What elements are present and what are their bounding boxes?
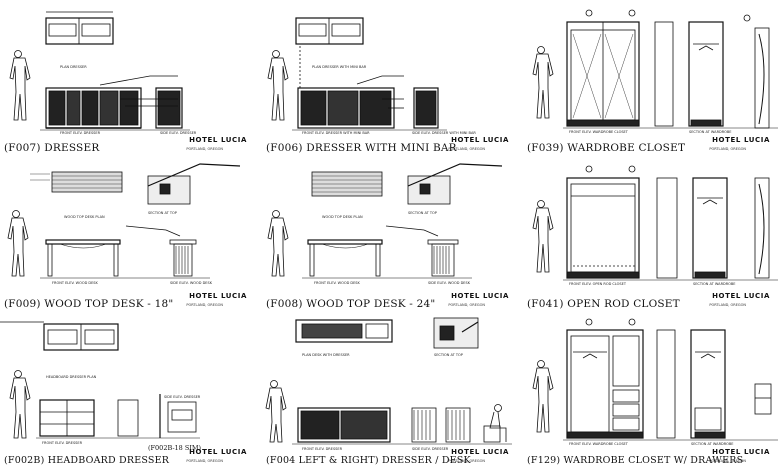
seated-figure bbox=[483, 404, 507, 443]
hotel-label: HOTEL LUCIA bbox=[451, 448, 509, 456]
hotel-sub: PORTLAND, OREGON bbox=[186, 147, 223, 151]
hotel-label: HOTEL LUCIA bbox=[189, 448, 247, 456]
panel-caption: (F008) WOOD TOP DESK - 24" bbox=[266, 298, 436, 310]
svg-text:FRONT ELEV. WARDROBE CLOSET: FRONT ELEV. WARDROBE CLOSET bbox=[569, 442, 629, 446]
panel-caption: (F041) OPEN ROD CLOSET bbox=[527, 298, 680, 310]
panel-f007: PLAN DRESSER FRONT ELEV. DRESSER SIDE EL… bbox=[0, 0, 261, 156]
panel-f129: FRONT ELEV. WARDROBE CLOSET SECTION AT W… bbox=[523, 312, 784, 468]
hotel-label: HOTEL LUCIA bbox=[712, 448, 770, 456]
person-figure bbox=[265, 380, 287, 443]
panel-caption: (F007) DRESSER bbox=[4, 142, 100, 154]
svg-text:SECTION AT TOP: SECTION AT TOP bbox=[408, 211, 437, 215]
panel-caption: (F129) WARDROBE CLOSET W/ DRAWERS bbox=[527, 455, 744, 466]
person-figure bbox=[267, 210, 289, 277]
svg-text:SECTION AT TOP: SECTION AT TOP bbox=[434, 353, 463, 357]
svg-text:PLAN DRESSER WITH MINI BAR: PLAN DRESSER WITH MINI BAR bbox=[312, 65, 367, 69]
panel-f006: PLAN DRESSER WITH MINI BAR FRONT ELEV. D… bbox=[262, 0, 523, 156]
person-figure bbox=[532, 46, 554, 119]
hotel-sub: PORTLAND, OREGON bbox=[186, 459, 223, 463]
hotel-sub: PORTLAND, OREGON bbox=[709, 303, 746, 307]
wardrobe-drawers-drawing: FRONT ELEV. WARDROBE CLOSET SECTION AT W… bbox=[532, 318, 778, 446]
wardrobe-drawing: FRONT ELEV. WARDROBE CLOSET SECTION AT W… bbox=[532, 9, 778, 134]
person-figure bbox=[9, 370, 31, 439]
svg-text:SIDE ELEV. WOOD DESK: SIDE ELEV. WOOD DESK bbox=[170, 281, 213, 285]
panel-caption: (F039) WARDROBE CLOSET bbox=[527, 142, 686, 154]
svg-text:SECTION AT TOP: SECTION AT TOP bbox=[148, 211, 177, 215]
hotel-sub: PORTLAND, OREGON bbox=[448, 303, 485, 307]
hotel-sub: PORTLAND, OREGON bbox=[709, 147, 746, 151]
panel-f002b: HEADBOARD DRESSER PLAN FRONT ELEV. DRESS… bbox=[0, 312, 261, 468]
hotel-sub: PORTLAND, OREGON bbox=[709, 459, 746, 463]
svg-text:SIDE ELEV. DRESSER: SIDE ELEV. DRESSER bbox=[164, 395, 201, 399]
hotel-sub: PORTLAND, OREGON bbox=[448, 147, 485, 151]
panel-caption: (F009) WOOD TOP DESK - 18" bbox=[4, 298, 174, 310]
svg-text:PLAN DESK WITH DRESSER: PLAN DESK WITH DRESSER bbox=[302, 353, 350, 357]
panel-f039: FRONT ELEV. WARDROBE CLOSET SECTION AT W… bbox=[523, 0, 784, 156]
svg-text:SIDE ELEV. DRESSER WITH MINI B: SIDE ELEV. DRESSER WITH MINI BAR bbox=[412, 131, 476, 135]
panel-f004: PLAN DESK WITH DRESSER FRONT ELEV. DRESS… bbox=[262, 312, 523, 468]
hotel-label: HOTEL LUCIA bbox=[189, 136, 247, 144]
dresser-desk-drawing: PLAN DESK WITH DRESSER FRONT ELEV. DRESS… bbox=[265, 317, 512, 451]
panel-f009: WOOD TOP DESK PLAN FRONT ELEV. WOOD DESK… bbox=[0, 156, 261, 312]
svg-text:FRONT ELEV. DRESSER: FRONT ELEV. DRESSER bbox=[60, 131, 101, 135]
panel-caption: (F002B) HEADBOARD DRESSER bbox=[4, 455, 170, 466]
svg-text:WOOD TOP DESK PLAN: WOOD TOP DESK PLAN bbox=[322, 215, 363, 219]
person-figure bbox=[532, 360, 554, 433]
svg-text:HEADBOARD DRESSER PLAN: HEADBOARD DRESSER PLAN bbox=[46, 375, 97, 379]
svg-text:SIDE ELEV. DRESSER: SIDE ELEV. DRESSER bbox=[160, 131, 197, 135]
hotel-label: HOTEL LUCIA bbox=[451, 292, 509, 300]
svg-text:FRONT ELEV. OPEN ROD CLOSET: FRONT ELEV. OPEN ROD CLOSET bbox=[569, 282, 627, 286]
person-figure bbox=[7, 210, 29, 277]
hotel-label: HOTEL LUCIA bbox=[451, 136, 509, 144]
svg-text:WOOD TOP DESK PLAN: WOOD TOP DESK PLAN bbox=[64, 215, 105, 219]
headboard-dresser-drawing: HEADBOARD DRESSER PLAN FRONT ELEV. DRESS… bbox=[0, 321, 201, 445]
hotel-label: HOTEL LUCIA bbox=[712, 292, 770, 300]
svg-text:FRONT ELEV. WOOD DESK: FRONT ELEV. WOOD DESK bbox=[52, 281, 99, 285]
svg-text:FRONT ELEV. WOOD DESK: FRONT ELEV. WOOD DESK bbox=[314, 281, 361, 285]
sim-note: (F002B-18 SIM) bbox=[148, 444, 202, 452]
svg-text:FRONT ELEV. DRESSER: FRONT ELEV. DRESSER bbox=[42, 441, 83, 445]
svg-text:FRONT ELEV. DRESSER WITH MINI: FRONT ELEV. DRESSER WITH MINI BAR bbox=[302, 131, 370, 135]
dresser-drawing: PLAN DRESSER FRONT ELEV. DRESSER SIDE EL… bbox=[9, 11, 197, 135]
person-figure bbox=[532, 200, 554, 273]
svg-text:SECTION AT WARDROBE: SECTION AT WARDROBE bbox=[689, 130, 732, 134]
panel-caption: (F006) DRESSER WITH MINI BAR bbox=[266, 142, 457, 154]
svg-text:FRONT ELEV. WARDROBE CLOSET: FRONT ELEV. WARDROBE CLOSET bbox=[569, 130, 629, 134]
person-figure bbox=[9, 50, 31, 121]
svg-text:SECTION AT WARDROBE: SECTION AT WARDROBE bbox=[691, 442, 734, 446]
svg-text:FRONT ELEV. DRESSER: FRONT ELEV. DRESSER bbox=[302, 447, 343, 451]
hotel-sub: PORTLAND, OREGON bbox=[448, 459, 485, 463]
hotel-label: HOTEL LUCIA bbox=[189, 292, 247, 300]
panel-f008: WOOD TOP DESK PLAN FRONT ELEV. WOOD DESK… bbox=[262, 156, 523, 312]
svg-text:SECTION AT WARDROBE: SECTION AT WARDROBE bbox=[693, 282, 736, 286]
desk-24-drawing: WOOD TOP DESK PLAN FRONT ELEV. WOOD DESK… bbox=[267, 163, 503, 285]
dresser-minibar-drawing: PLAN DRESSER WITH MINI BAR FRONT ELEV. D… bbox=[267, 17, 476, 135]
panel-caption: (F004 LEFT & RIGHT) DRESSER / DESK bbox=[266, 455, 471, 466]
plan-note: PLAN DRESSER bbox=[60, 65, 87, 69]
svg-text:SIDE ELEV. DRESSER: SIDE ELEV. DRESSER bbox=[412, 447, 449, 451]
hotel-label: HOTEL LUCIA bbox=[712, 136, 770, 144]
open-rod-closet-drawing: FRONT ELEV. OPEN ROD CLOSET SECTION AT W… bbox=[532, 165, 778, 286]
panel-f041: FRONT ELEV. OPEN ROD CLOSET SECTION AT W… bbox=[523, 156, 784, 312]
svg-text:SIDE ELEV. WOOD DESK: SIDE ELEV. WOOD DESK bbox=[428, 281, 471, 285]
person-figure bbox=[267, 50, 289, 121]
desk-18-drawing: WOOD TOP DESK PLAN FRONT ELEV. WOOD DESK… bbox=[7, 163, 241, 285]
hotel-sub: PORTLAND, OREGON bbox=[186, 303, 223, 307]
